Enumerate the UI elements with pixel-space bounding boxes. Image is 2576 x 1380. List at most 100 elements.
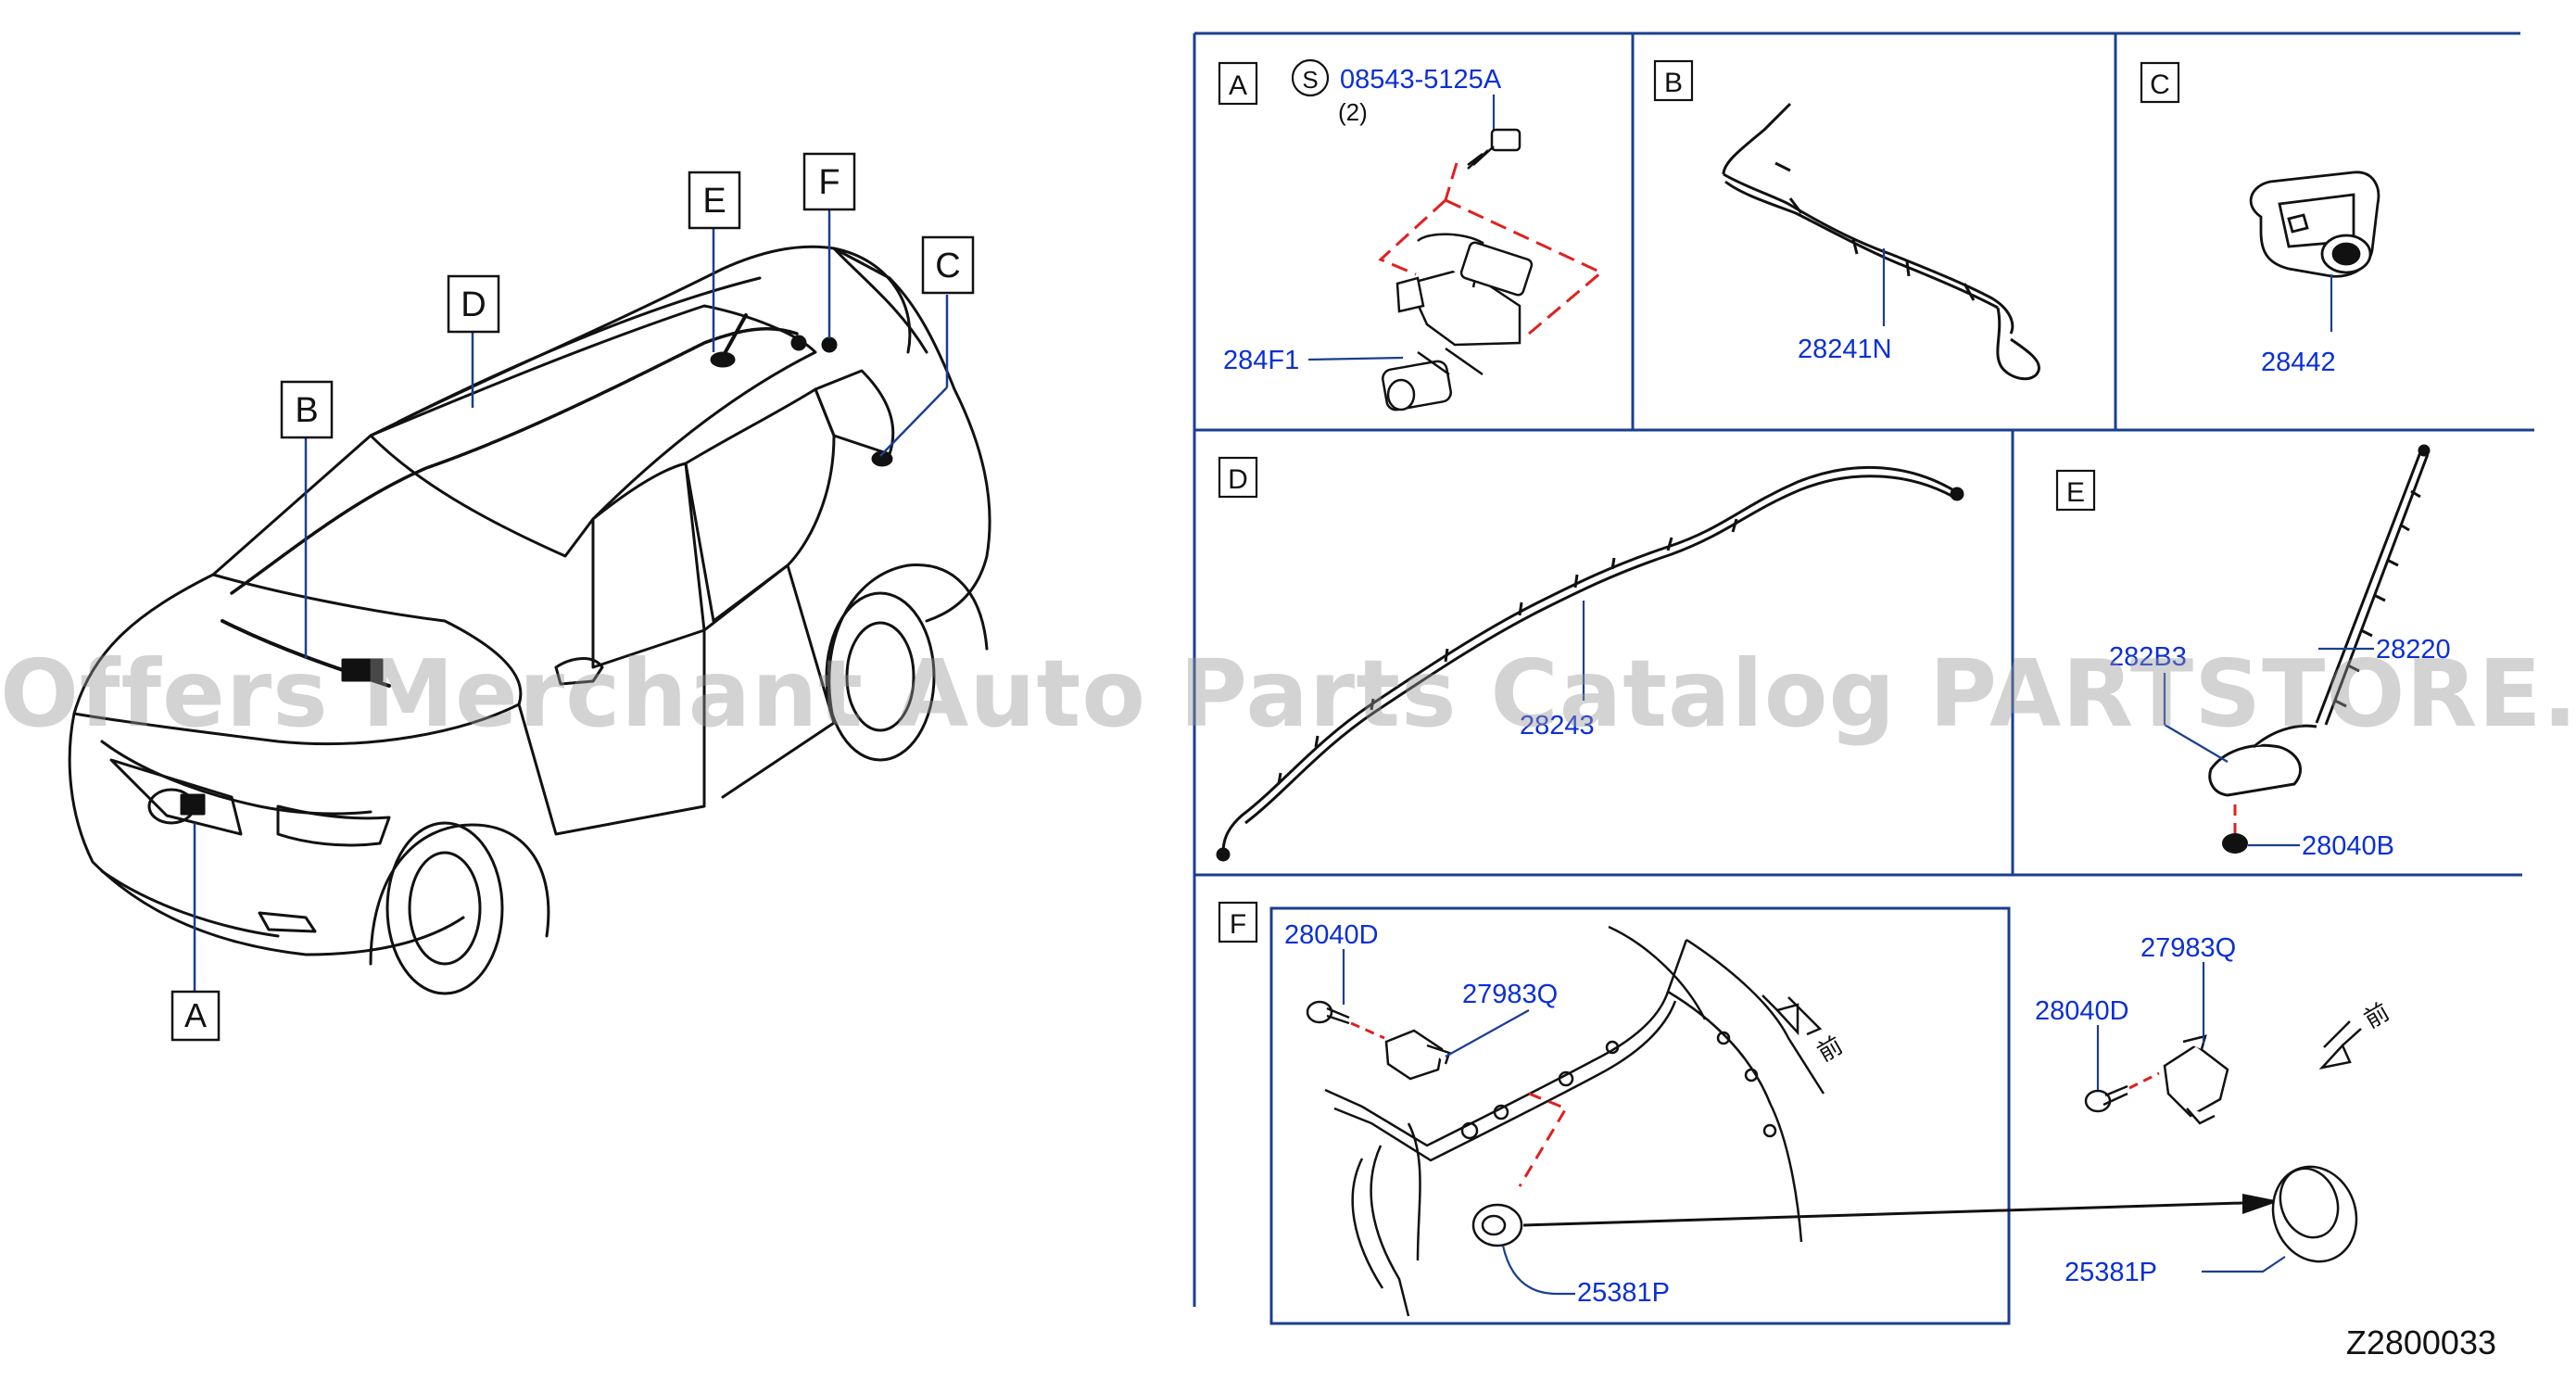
panel-b: B 28241N [1653,59,2040,381]
rear-wheel-hub [845,621,915,732]
inset-frame [1269,906,2011,1325]
part-25381p-right[interactable]: 25381P [2065,1258,2157,1287]
sensor-f2 [821,336,838,353]
callout-box-d[interactable]: D [447,274,500,334]
harness-28241n [1722,102,2040,381]
part-28241n[interactable]: 28241N [1798,335,1892,364]
dash-to-grommet [1518,1092,1569,1187]
rear-wheel [825,591,936,762]
panel-d: D 28243 [1216,456,1964,862]
callout-label-b: B [295,391,318,430]
quarter-window [814,369,895,456]
front-arrow-inset [1762,994,1823,1036]
module-icon-f-left [1384,1029,1451,1081]
bolt-icon-f-left [1306,1000,1350,1025]
front-wheel-arch [369,823,550,966]
sensor-f1 [790,335,807,351]
spoiler [832,247,912,354]
part-28040d-left[interactable]: 28040D [1284,920,1379,950]
fog-lamp [258,911,317,933]
callout-box-f[interactable]: F [802,152,856,211]
part-08543-5125a[interactable]: 08543-5125A [1340,65,1502,95]
panel-f: F 2 [1218,901,2394,1325]
overview-callouts: A B C D E F [170,152,975,1042]
grille [109,758,243,836]
hood [72,573,523,746]
bolt-qty: (2) [1338,98,1368,126]
panel-e-letter: E [2066,477,2085,508]
panel-c-letter: C [2150,70,2170,100]
headlamp [276,804,391,847]
panel-a-letter: A [1229,70,1247,101]
part-28040d-right[interactable]: 28040D [2035,996,2129,1026]
lower-valance [100,869,280,938]
part-25381p-left[interactable]: 25381P [1577,1278,1670,1308]
panel-grid [1193,32,2534,1307]
rear-pillar [832,247,928,354]
callout-label-d: D [461,285,486,324]
panel-e: E 28220 282B3 28040B [2055,444,2451,861]
grommet-icon-left [1471,1203,1523,1247]
part-284f1[interactable]: 284F1 [1223,346,1299,375]
front-marker-2: 前 [2359,997,2394,1033]
front-wheel [385,821,504,995]
front-marker-1: 前 [1812,1031,1848,1067]
rear-wheel-arch [827,563,989,725]
antenna-28220 [2315,444,2431,726]
front-camera-unit [1382,233,1534,411]
tailgate-opening [1324,925,1825,1317]
part-282b3[interactable]: 282B3 [2109,642,2187,672]
front-door-window [591,462,706,669]
front-camera [180,793,206,816]
rear-camera-28442 [2249,171,2380,278]
rear-camera-mount [871,450,893,467]
panel-c: C 28442 [2140,61,2380,377]
assembly-dash-lines [1378,162,1604,336]
part-28220[interactable]: 28220 [2376,635,2451,665]
callout-box-e[interactable]: E [688,171,741,230]
service-mark: S [1302,66,1318,94]
callout-label-c: C [935,247,960,285]
detail-arrow-head [2242,1194,2279,1214]
front-door [517,628,706,836]
callout-label-e: E [702,182,726,221]
front-arrow-right [2318,1020,2362,1070]
part-27983q-right[interactable]: 27983Q [2140,933,2236,963]
roof-antenna [721,313,748,359]
panel-b-letter: B [1664,68,1683,98]
panel-f-letter: F [1230,909,1246,940]
diagram-code: Z2800033 [2345,1323,2496,1361]
part-28243[interactable]: 28243 [1520,711,1595,741]
part-28442[interactable]: 28442 [2261,348,2336,377]
module-icon-f-right [2163,1034,2229,1125]
callout-label-a: A [184,996,207,1034]
nut-icon [2222,833,2248,854]
vehicle-overview [68,245,991,995]
harness-28243 [1216,465,1964,862]
windshield [369,304,817,558]
part-28040b[interactable]: 28040B [2302,831,2394,861]
detail-arrow [1522,1201,2243,1227]
antenna-base-282b3 [2208,724,2317,797]
panel-a: A S 08543-5125A (2) 284F1 [1218,58,1604,411]
callout-box-b[interactable]: B [280,380,334,439]
overview-leaders [193,209,949,992]
callout-box-c[interactable]: C [921,235,975,295]
rear-door [702,563,836,799]
side-mirror [554,657,604,686]
front-wheel-hub [408,851,482,966]
dash-module [341,658,384,682]
bolt-icon [1467,128,1522,170]
grommet-icon-right [2271,1165,2358,1263]
service-s-icon [1291,58,1330,97]
antenna-base [710,351,736,368]
part-27983q-left[interactable]: 27983Q [1462,980,1558,1009]
body-outline [72,245,991,715]
callout-box-a[interactable]: A [170,990,221,1042]
bolt-icon-f-right [2084,1084,2128,1113]
callout-label-f: F [818,163,840,202]
bumper-line [100,740,373,816]
front-bumper [68,712,465,956]
